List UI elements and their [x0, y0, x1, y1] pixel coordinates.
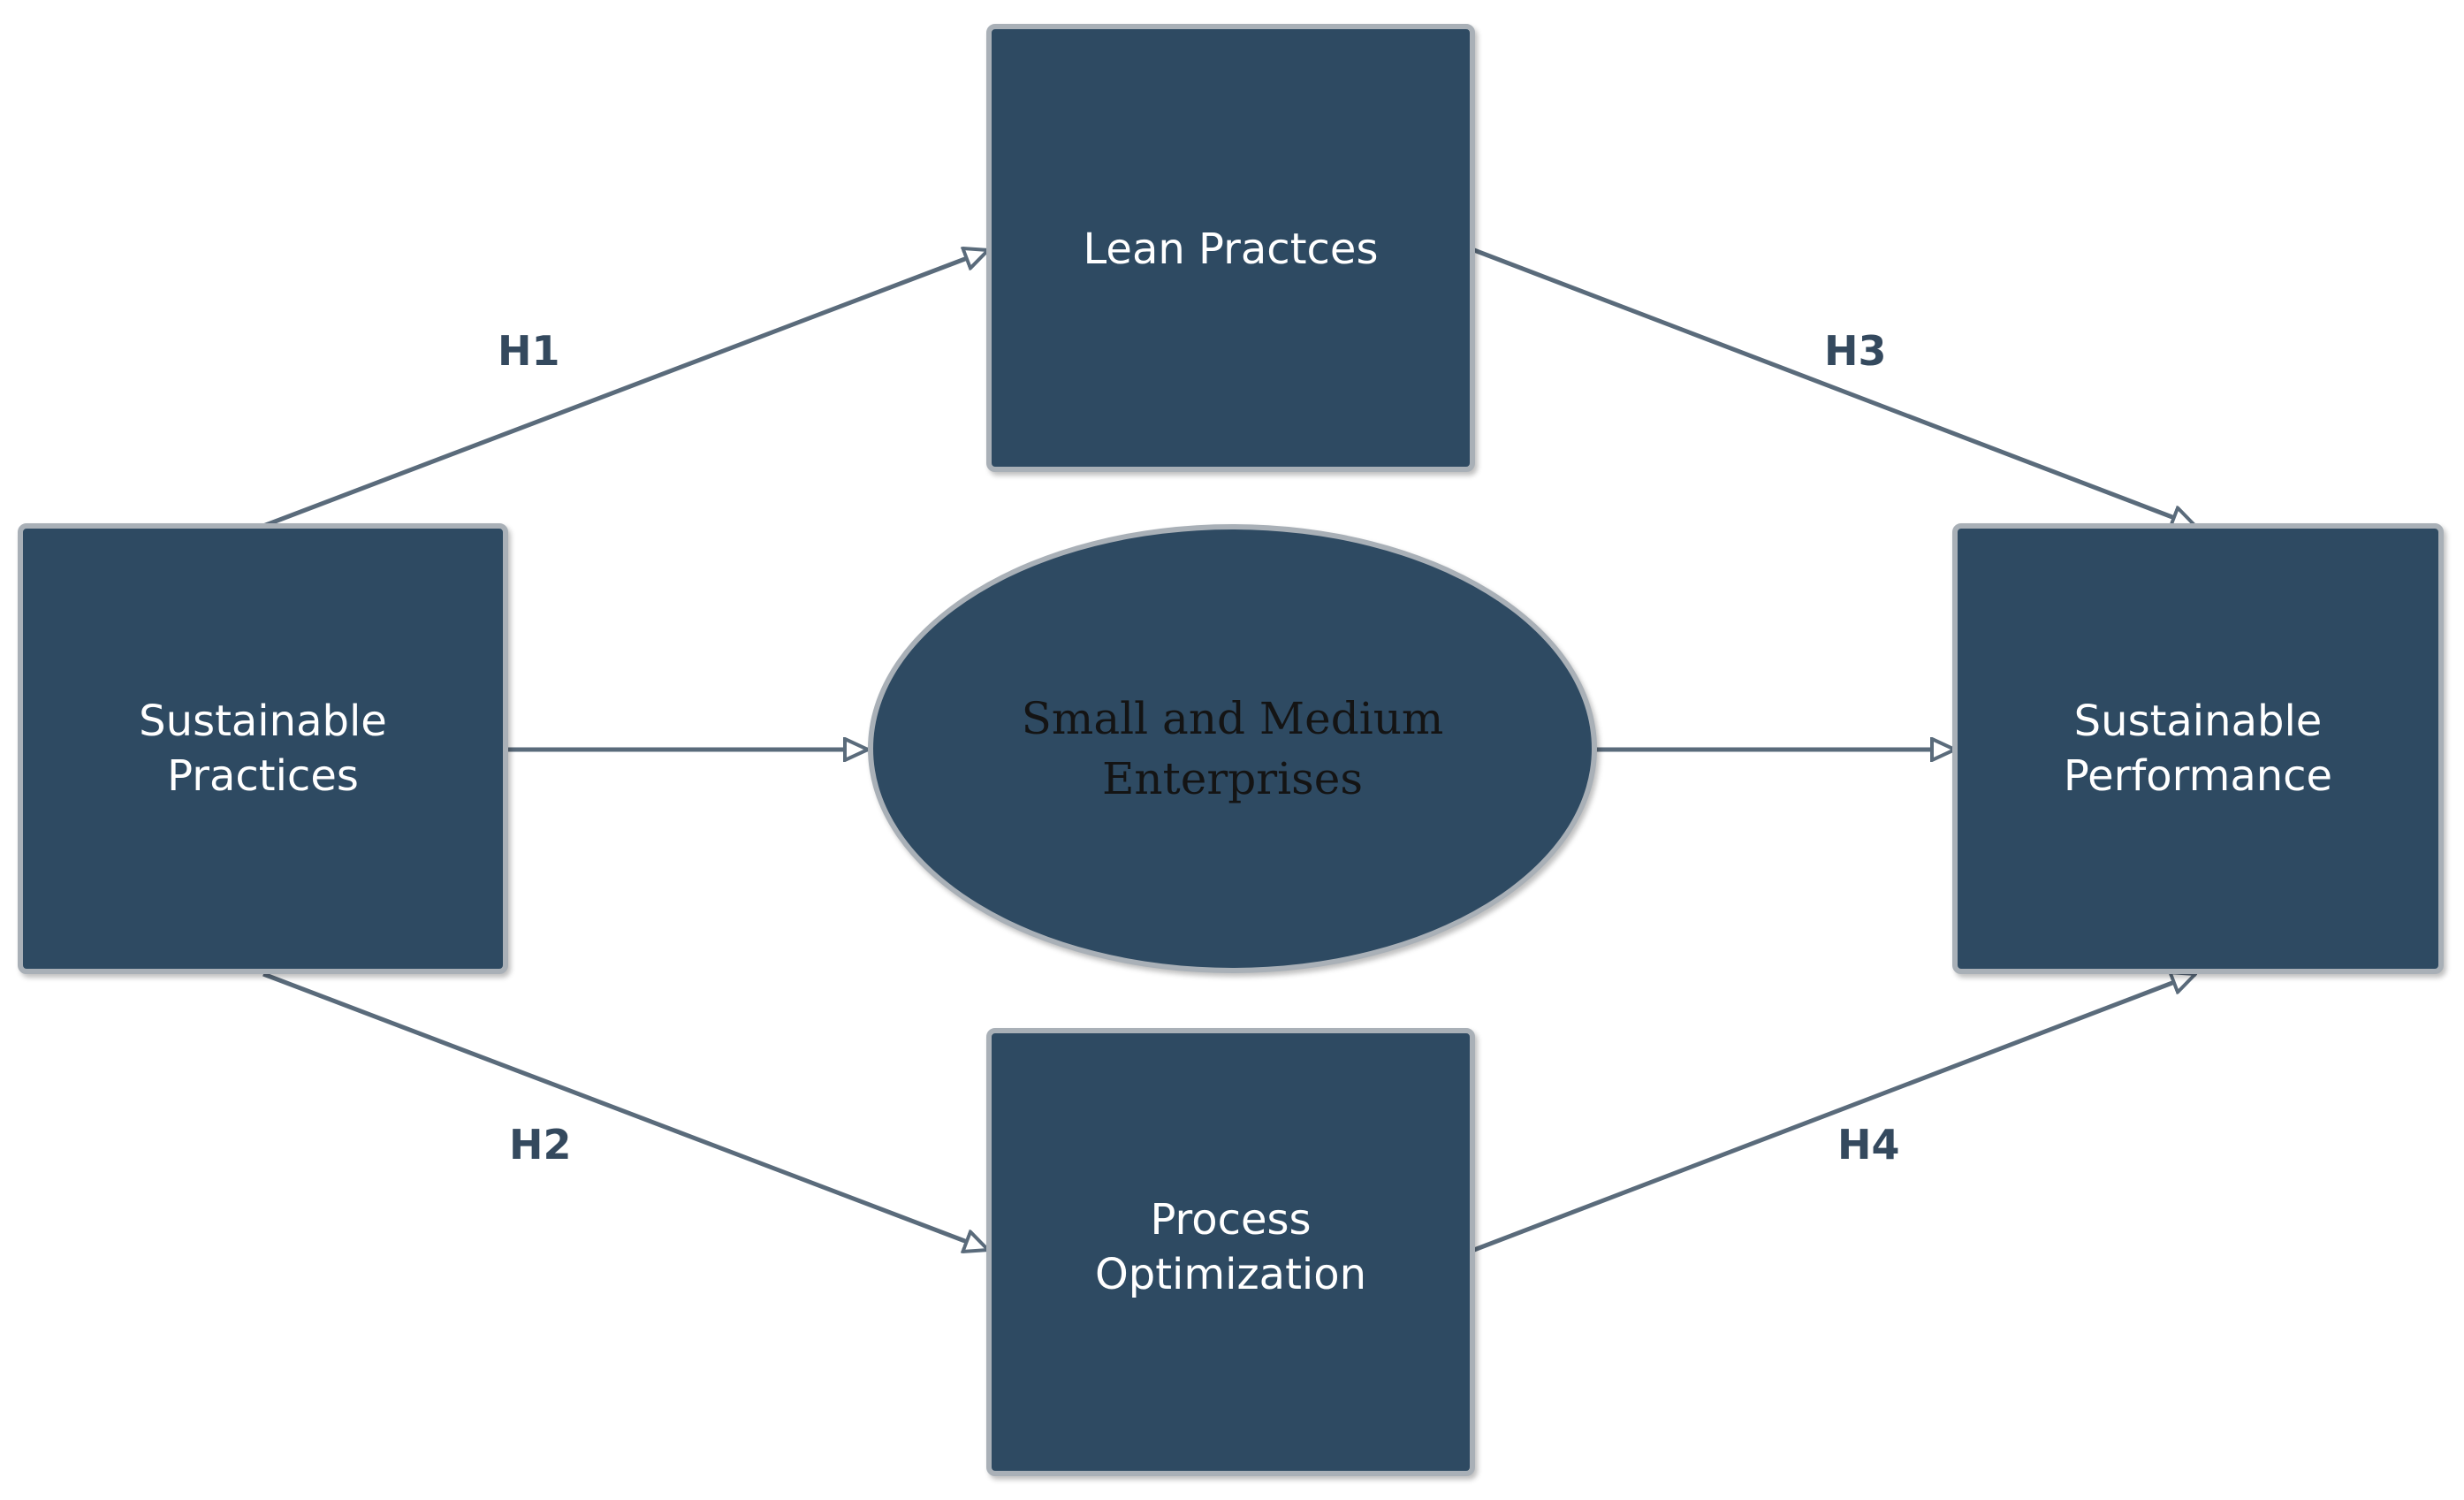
- node-lean-practices: Lean Practces: [986, 24, 1475, 472]
- node-sustainable-practices-label: Sustainable Practices: [139, 697, 387, 801]
- edge-label-h3: H3: [1824, 327, 1887, 375]
- node-sustainable-performance: Sustainable Performance: [1952, 523, 2444, 974]
- arrow-h1: [262, 250, 988, 529]
- node-sme-label: Small and Medium Enterprises: [1021, 693, 1444, 804]
- node-sustainable-performance-label: Sustainable Performance: [2063, 697, 2333, 801]
- node-process-optimization-label: Process Optimization: [1094, 1195, 1367, 1299]
- node-lean-practices-label: Lean Practces: [1083, 225, 1379, 274]
- edge-label-h2: H2: [509, 1121, 572, 1169]
- arrow-h4: [1473, 974, 2195, 1253]
- node-sustainable-practices: Sustainable Practices: [18, 523, 508, 974]
- arrow-h3: [1473, 247, 2195, 526]
- arrow-h2: [262, 971, 988, 1250]
- node-process-optimization: Process Optimization: [986, 1028, 1475, 1476]
- edge-label-h4: H4: [1837, 1121, 1900, 1169]
- edge-label-h1: H1: [498, 327, 560, 375]
- node-sme: Small and Medium Enterprises: [868, 524, 1597, 973]
